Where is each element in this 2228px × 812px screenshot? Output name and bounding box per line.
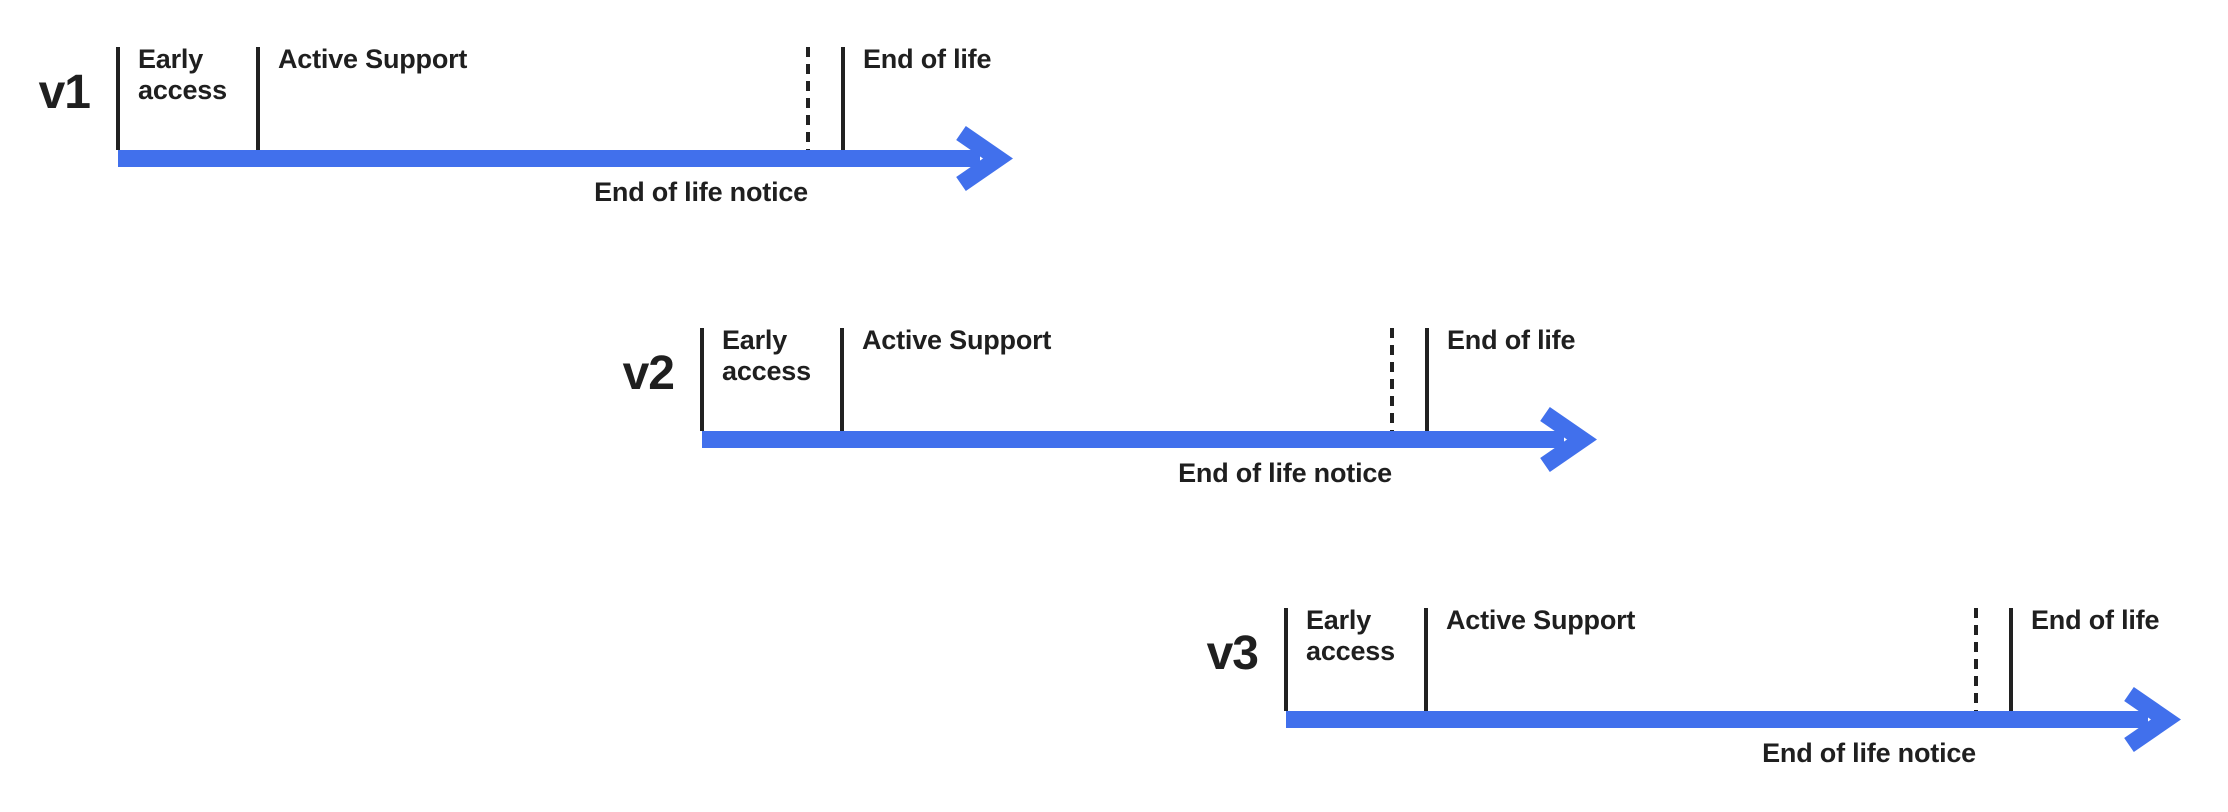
eol-notice-dashed-tick — [1390, 328, 1394, 431]
arrow-shaft — [702, 431, 1564, 448]
active-support-label: Active Support — [862, 325, 1052, 355]
timeline-v3: v3 Early access Active Support End of li… — [1207, 605, 2228, 778]
early-access-label: Early access — [1306, 605, 1395, 666]
timeline-v2: v2 Early access Active Support End of li… — [623, 325, 1712, 498]
timeline-v1: v1 Early access Active Support End of li… — [39, 44, 1128, 217]
active-support-label: Active Support — [1446, 605, 1636, 635]
active-support-start-tick — [256, 47, 260, 150]
end-of-life-label: End of life — [1447, 325, 1576, 355]
timeline-arrow-icon — [1286, 687, 2181, 752]
active-support-start-tick — [1424, 608, 1428, 711]
timeline-arrow-icon — [118, 126, 1013, 191]
version-label: v3 — [1206, 627, 1259, 680]
active-support-start-tick — [840, 328, 844, 431]
version-label: v1 — [38, 66, 91, 119]
end-of-life-label: End of life — [863, 44, 992, 74]
end-of-life-notice-label: End of life notice — [1762, 738, 1976, 768]
arrow-head — [956, 126, 1013, 191]
eol-notice-dashed-tick — [806, 47, 810, 150]
early-access-start-tick — [1284, 608, 1288, 711]
timeline-arrow-icon — [702, 407, 1597, 472]
active-support-label: Active Support — [278, 44, 468, 74]
early-access-label: Early access — [722, 325, 811, 386]
eol-notice-dashed-tick — [1974, 608, 1978, 711]
early-access-label: Early access — [138, 44, 227, 105]
end-of-life-notice-label: End of life notice — [594, 177, 808, 207]
arrow-head — [2124, 687, 2181, 752]
arrow-shaft — [1286, 711, 2148, 728]
end-of-life-notice-label: End of life notice — [1178, 458, 1392, 488]
end-of-life-tick — [2009, 608, 2013, 711]
arrow-shaft — [118, 150, 980, 167]
end-of-life-tick — [1425, 328, 1429, 431]
end-of-life-label: End of life — [2031, 605, 2160, 635]
version-label: v2 — [622, 347, 675, 400]
early-access-start-tick — [700, 328, 704, 431]
arrow-head — [1540, 407, 1597, 472]
end-of-life-tick — [841, 47, 845, 150]
early-access-start-tick — [116, 47, 120, 150]
